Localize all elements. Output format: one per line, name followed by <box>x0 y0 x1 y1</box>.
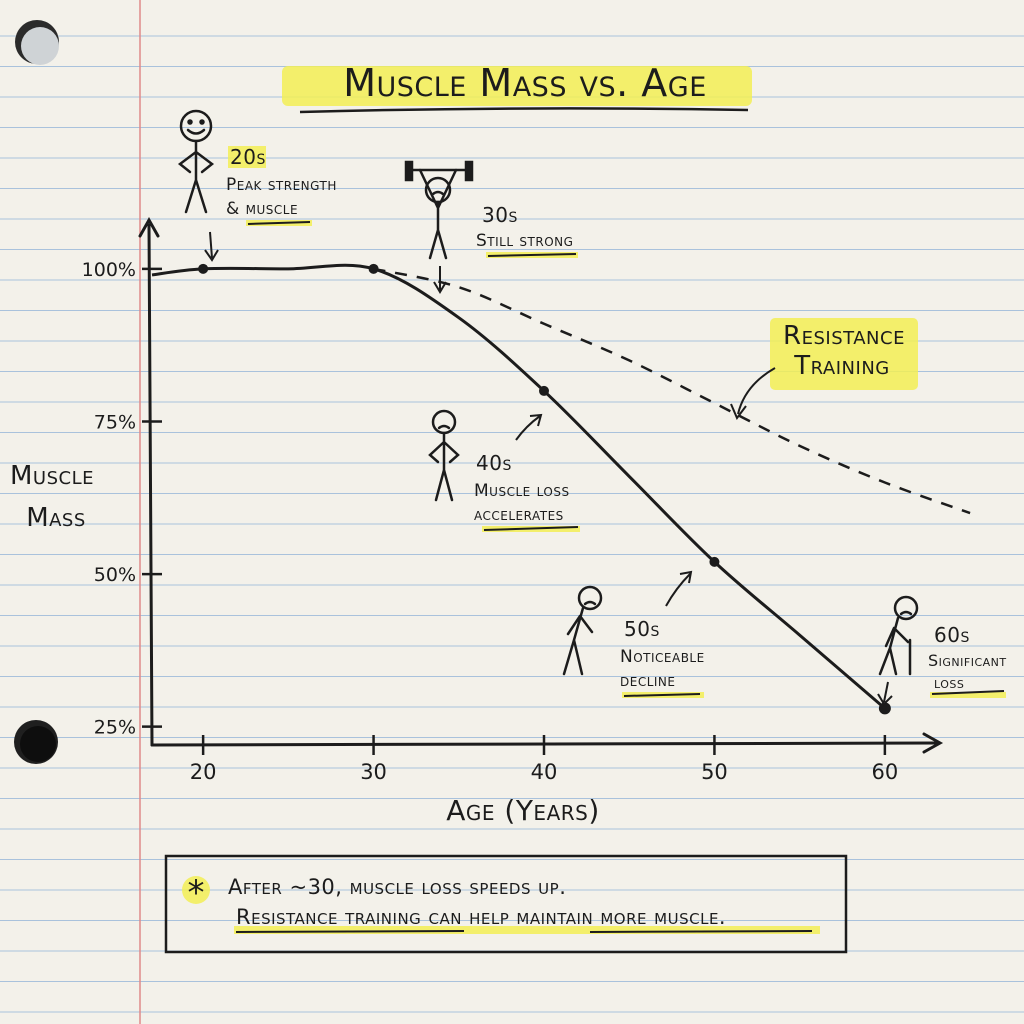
x-tick-label: 30 <box>360 760 387 784</box>
annotation-40s-line1: Muscle loss <box>474 481 570 501</box>
annotation-60s: 60s Significant loss <box>877 595 1007 706</box>
annotation-60s-arrow <box>877 681 893 706</box>
annotation-20s-line2: & muscle <box>226 199 298 219</box>
chart-title: Muscle Mass vs. Age <box>343 61 707 105</box>
y-tick-label: 50% <box>94 564 136 586</box>
y-axis-label-line2: Mass <box>26 503 86 533</box>
x-tick-label: 50 <box>701 760 728 784</box>
annotation-30s-line1: Still strong <box>476 231 573 251</box>
x-axis-label: Age (Years) <box>446 794 600 827</box>
annotation-20s-age: 20s <box>230 145 266 169</box>
x-tick-label: 20 <box>190 760 217 784</box>
worried-stick-figure-icon <box>428 409 460 502</box>
annotation-30s-arrow <box>433 266 447 294</box>
note-box: * After ~30, muscle loss speeds up. Resi… <box>164 854 848 954</box>
data-point <box>878 702 891 715</box>
annotation-30s-age: 30s <box>482 203 518 227</box>
y-tick-label: 25% <box>94 717 136 739</box>
annotation-60s-line2: loss <box>934 673 964 692</box>
y-ticks: 25% 50% 75% 100% <box>82 259 162 739</box>
asterisk-icon: * <box>188 873 205 913</box>
happy-stick-figure-icon <box>177 109 215 214</box>
data-point <box>198 263 209 274</box>
y-axis <box>147 223 154 747</box>
annotation-20s-arrow <box>204 231 219 262</box>
x-tick-label: 60 <box>872 760 899 784</box>
y-tick-label: 75% <box>94 411 136 433</box>
annotation-50s-arrow <box>665 570 693 607</box>
annotation-50s-age: 50s <box>624 617 660 641</box>
annotation-50s-line1: Noticeable <box>620 647 705 667</box>
title-highlight <box>282 66 752 106</box>
annotation-40s-arrow <box>515 413 543 441</box>
x-ticks: 20 30 40 50 60 <box>190 735 898 784</box>
note-line2: Resistance training can help maintain mo… <box>236 905 726 929</box>
data-point <box>709 556 720 567</box>
annotation-60s-age: 60s <box>934 623 970 647</box>
annotation-20s: 20s Peak strength & muscle <box>177 109 337 262</box>
data-markers <box>198 263 891 715</box>
data-point <box>368 263 379 274</box>
elderly-cane-stick-figure-icon <box>878 595 919 676</box>
resistance-label-line2: Training <box>793 351 889 381</box>
y-tick-label: 100% <box>82 259 136 281</box>
annotation-60s-line1: Significant <box>928 651 1007 670</box>
weightlifter-stick-figure-icon <box>404 160 474 260</box>
annotation-30s: 30s Still strong <box>404 160 578 294</box>
resistance-arrow <box>737 367 776 415</box>
data-point <box>539 385 549 396</box>
resistance-training-line <box>373 267 971 515</box>
y-axis-arrow <box>138 216 160 238</box>
sad-stooped-stick-figure-icon <box>562 585 603 676</box>
y-axis-label-line1: Muscle <box>10 461 94 491</box>
title-underline <box>299 107 749 114</box>
ruled-lines <box>0 35 1024 1013</box>
annotation-40s: 40s Muscle loss accelerates <box>428 409 580 532</box>
annotation-40s-line2: accelerates <box>474 505 564 525</box>
annotation-50s-line2: decline <box>620 671 675 691</box>
annotation-20s-line1: Peak strength <box>226 175 337 195</box>
resistance-label-line1: Resistance <box>783 321 905 351</box>
annotation-50s: 50s Noticeable decline <box>562 570 705 698</box>
x-axis-arrow <box>922 732 944 754</box>
resistance-label-highlight <box>770 318 918 390</box>
note-line1: After ~30, muscle loss speeds up. <box>228 875 566 899</box>
muscle-mass-line <box>151 263 886 710</box>
annotation-40s-age: 40s <box>476 451 512 475</box>
x-tick-label: 40 <box>531 760 558 784</box>
